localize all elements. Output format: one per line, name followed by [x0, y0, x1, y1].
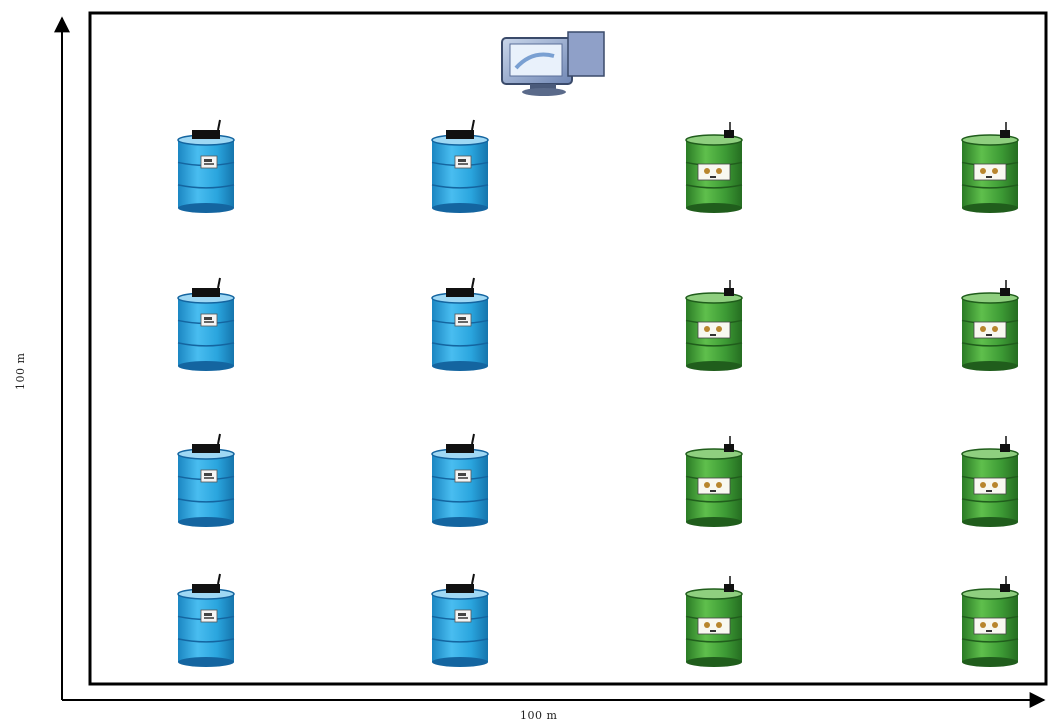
blue-barrel-icon	[432, 574, 488, 667]
computer-monitor-icon	[502, 32, 604, 96]
green-barrel-icon	[686, 576, 742, 667]
x-axis-label: 100 m	[520, 709, 557, 722]
blue-barrel-icon	[178, 120, 234, 213]
sensor-node-grid	[178, 120, 1018, 667]
blue-barrel-icon	[178, 278, 234, 371]
y-axis-label: 100 m	[14, 353, 27, 390]
green-barrel-icon	[686, 280, 742, 371]
green-barrel-icon	[962, 122, 1018, 213]
green-barrel-icon	[962, 280, 1018, 371]
green-barrel-icon	[962, 436, 1018, 527]
blue-barrel-icon	[178, 434, 234, 527]
blue-barrel-icon	[432, 278, 488, 371]
blue-barrel-icon	[432, 434, 488, 527]
green-barrel-icon	[686, 122, 742, 213]
blue-barrel-icon	[432, 120, 488, 213]
blue-barrel-icon	[178, 574, 234, 667]
green-barrel-icon	[686, 436, 742, 527]
green-barrel-icon	[962, 576, 1018, 667]
